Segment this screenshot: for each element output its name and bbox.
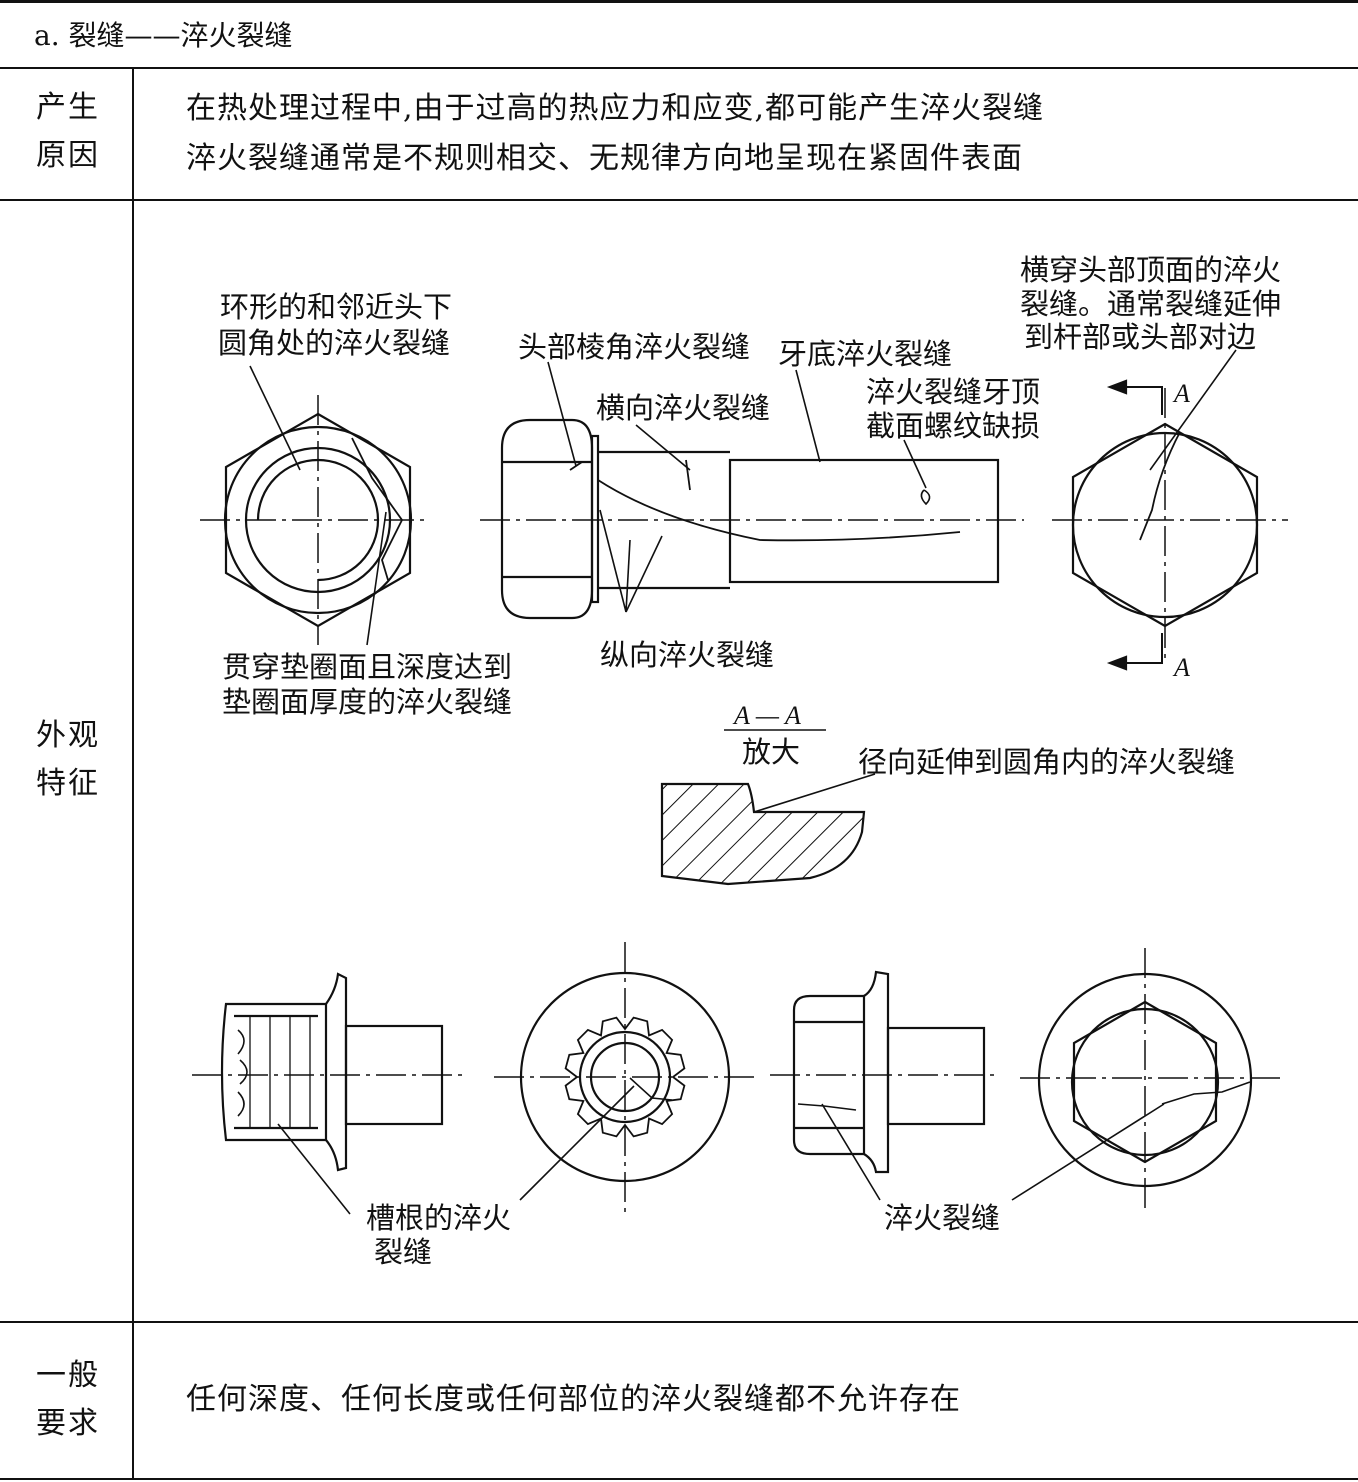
callout-radial-crack: 径向延伸到圆角内的淬火裂缝 [858,745,1235,779]
callout-quench-crack: 淬火裂缝 [884,1201,1000,1235]
cause-label-line1: 产生 [36,90,100,125]
callout-longitudinal-crack: 纵向淬火裂缝 [600,638,774,672]
section-label: A — A [732,701,801,730]
table-title: a. 裂缝——淬火裂缝 [34,19,293,52]
callout-washer-crack-line2: 垫圈面厚度的淬火裂缝 [222,685,512,719]
requirement-label-line2: 要求 [36,1406,100,1441]
cause-text-line2: 淬火裂缝通常是不规则相交、无规律方向地呈现在紧固件表面 [186,141,1023,176]
requirement-label: 一般 要求 [36,1352,100,1448]
row-divider [0,1321,1358,1323]
callout-groove-root-line1: 槽根的淬火 [366,1201,511,1235]
requirement-label-line1: 一般 [36,1358,100,1393]
cause-text: 在热处理过程中,由于过高的热应力和应变,都可能产生淬火裂缝 淬火裂缝通常是不规则… [186,84,1044,184]
section-scale-label: 放大 [742,735,800,769]
callout-thread-root-crack: 牙底淬火裂缝 [778,337,952,371]
callout-transverse-crack: 横向淬火裂缝 [596,391,770,425]
section-a-a [660,729,876,886]
column-divider [132,67,134,1479]
table-bottom-rule [0,1478,1358,1480]
splined-bolt-end-view [494,942,760,1212]
hex-head-top-view [200,365,428,646]
table-top-rule [0,0,1358,3]
crack-illustration: 环形的和邻近头下 圆角处的淬火裂缝 头部棱角淬火裂缝 横向淬火裂缝 牙底淬火裂缝… [192,253,1288,1269]
hex-head-section-view [1052,349,1288,671]
section-mark-bottom: A [1172,653,1190,682]
requirement-text: 任何深度、任何长度或任何部位的淬火裂缝都不允许存在 [186,1382,961,1417]
flange-bolt-side-view [770,970,1000,1201]
callout-thread-crest-line1: 淬火裂缝牙顶 [866,375,1040,409]
cause-text-line1: 在热处理过程中,由于过高的热应力和应变,都可能产生淬火裂缝 [186,91,1045,126]
row-divider [0,67,1358,69]
callout-head-edge-crack: 头部棱角淬火裂缝 [518,330,750,364]
bolt-side-view [480,361,1024,620]
appearance-label-line1: 外观 [36,718,100,753]
callout-ring-crack-line2: 圆角处的淬火裂缝 [218,326,450,360]
callout-top-cross-line3: 到杆部或头部对边 [1024,320,1256,354]
appearance-label-line2: 特征 [36,766,100,801]
callout-top-cross-line2: 裂缝。通常裂缝延伸 [1020,287,1281,321]
callout-groove-root-line2: 裂缝 [374,1235,432,1269]
callout-ring-crack-line1: 环形的和邻近头下 [220,290,452,324]
section-mark-top: A [1172,379,1190,408]
splined-bolt-side-view [192,972,462,1215]
row-divider [0,199,1358,201]
callout-thread-crest-line2: 截面螺纹缺损 [866,409,1040,443]
cause-label-line2: 原因 [36,138,100,173]
flange-bolt-end-view [1011,948,1286,1212]
callout-washer-crack-line1: 贯穿垫圈面且深度达到 [222,650,512,684]
callout-top-cross-line1: 横穿头部顶面的淬火 [1020,253,1281,287]
appearance-label: 外观 特征 [36,712,100,808]
cause-label: 产生 原因 [36,84,100,180]
